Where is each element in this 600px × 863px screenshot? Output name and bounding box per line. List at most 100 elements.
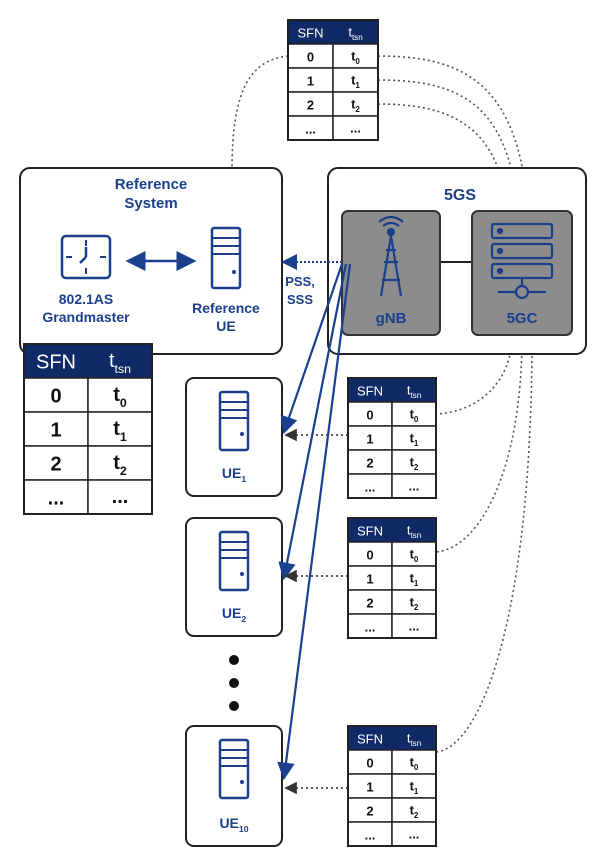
table-header-ttsn: ttsn [407, 382, 421, 400]
table-cell [347, 473, 393, 499]
table-cell [87, 479, 153, 515]
core-label: 5GC [507, 310, 538, 327]
table-cell-t: t0 [113, 384, 127, 410]
table-cell [287, 67, 334, 93]
table-header-sfn: SFN [298, 25, 324, 40]
table-cell [391, 449, 437, 475]
table-header-ttsn: ttsn [407, 730, 421, 748]
pss-label: PSS, [285, 274, 315, 289]
table-cell-sfn: 1 [366, 571, 373, 586]
table-cell-sfn: 2 [366, 803, 373, 818]
fivegs-box: 5GS gNB [327, 167, 587, 355]
ue-10-label: UE10 [219, 815, 248, 834]
grandmaster-label-1: 802.1AS [59, 291, 113, 307]
table-cell [391, 589, 437, 615]
table-border [23, 343, 153, 515]
table-border [347, 517, 437, 639]
table-cell [287, 91, 334, 117]
table-header-ttsn: ttsn [407, 522, 421, 540]
table-cell [391, 425, 437, 451]
fivegs-title: 5GS [444, 187, 476, 204]
table-cell-sfn: 0 [307, 49, 314, 64]
reference-ue-label-1: Reference [192, 300, 260, 316]
table-to-ue-arrows [284, 428, 348, 795]
table-cell-sfn: 2 [366, 455, 373, 470]
table-header-sfn: SFN [357, 523, 383, 538]
table-cell [391, 565, 437, 591]
table-cell-t: t0 [410, 754, 419, 772]
table-header-sfn: SFN [36, 351, 76, 373]
table-cell [391, 821, 437, 847]
table-cell [347, 449, 393, 475]
reference-system-title-1: Reference [115, 176, 188, 193]
core-node: 5GC [471, 210, 573, 336]
table-header-sfn: SFN [357, 383, 383, 398]
table-cell-t: ... [409, 618, 420, 633]
ue-box-10: UE10 [185, 725, 283, 847]
sfn-table-ue2: SFN ttsn 0 t0 1 t1 2 t2...... [347, 517, 437, 639]
clock-icon [60, 234, 112, 280]
table-cell-sfn: 1 [307, 73, 314, 88]
ue-1-label: UE1 [222, 465, 246, 484]
ue-2-icon [218, 530, 250, 592]
table-cell-t: t2 [113, 452, 127, 478]
reference-ue-label-2: UE [216, 318, 235, 334]
table-cell-sfn: 0 [366, 407, 373, 422]
table-cell-t: t2 [351, 96, 360, 114]
table-cell-t: t1 [410, 430, 419, 448]
table-cell-t: t0 [410, 546, 419, 564]
table-cell-sfn: 0 [366, 755, 373, 770]
table-cell-t: ... [350, 120, 361, 135]
table-cell-sfn: 0 [366, 547, 373, 562]
table-cell-t: t2 [410, 594, 419, 612]
ue-2-label: UE2 [222, 605, 246, 624]
table-cell-sfn: 1 [366, 431, 373, 446]
table-border [347, 377, 437, 499]
table-cell [287, 43, 334, 69]
table-cell-sfn: 2 [50, 453, 61, 475]
server-rack-icon [490, 222, 554, 300]
grandmaster-label-2: Grandmaster [42, 309, 130, 325]
table-border [287, 19, 379, 141]
table-cell-sfn: ... [365, 827, 376, 842]
table-cell-t: t1 [410, 778, 419, 796]
table-header-sfn: SFN [357, 731, 383, 746]
table-cell-t: t1 [410, 570, 419, 588]
table-cell-t: t2 [410, 454, 419, 472]
table-cell [347, 749, 393, 775]
table-cell-sfn: ... [365, 619, 376, 634]
table-cell-sfn: 2 [366, 595, 373, 610]
table-cell [23, 479, 89, 515]
table-cell-t: t0 [410, 406, 419, 424]
dotted-links-core [435, 335, 533, 753]
sfn-tables: SFN ttsn 0 t0 1 t1 2 t2...... SFN ttsn 0 t0 1 t1 2 t2..… [23, 19, 437, 847]
broadcast-arrows [277, 263, 352, 781]
table-cell-sfn: 0 [50, 385, 61, 407]
gnb-label: gNB [376, 310, 407, 327]
table-cell [347, 565, 393, 591]
table-cell-t: ... [409, 478, 420, 493]
table-header-ttsn: ttsn [109, 350, 131, 376]
reference-system-box: Reference System 802.1AS Grandmaster Ref… [19, 167, 283, 355]
table-cell-t: t1 [113, 418, 127, 444]
sfn-table-ue1: SFN ttsn 0 t0 1 t1 2 t2...... [347, 377, 437, 499]
table-cell-sfn: ... [305, 121, 316, 136]
table-cell-sfn: ... [48, 487, 65, 509]
ue-box-2: UE2 [185, 517, 283, 637]
reference-system-title-2: System [124, 195, 177, 212]
dotted-links-top [231, 55, 529, 216]
ue-1-icon [218, 390, 250, 452]
ue-box-1: UE1 [185, 377, 283, 497]
table-cell-sfn: 1 [366, 779, 373, 794]
table-cell-sfn: 1 [50, 419, 61, 441]
table-cell-t: ... [409, 826, 420, 841]
gnb-node: gNB [341, 210, 441, 336]
antenna-tower-icon [378, 215, 404, 297]
reference-ue-icon [210, 226, 242, 290]
table-header-ttsn: ttsn [348, 24, 362, 42]
table-cell-sfn: ... [365, 479, 376, 494]
